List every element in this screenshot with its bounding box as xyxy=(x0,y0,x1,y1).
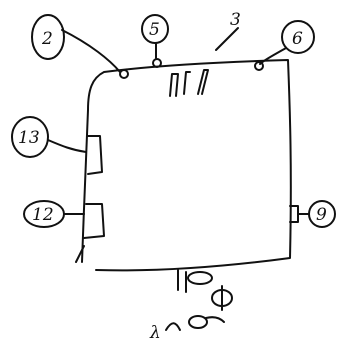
svg-text:5: 5 xyxy=(149,20,160,40)
svg-text:6: 6 xyxy=(292,29,303,49)
left-bracket-13 xyxy=(87,135,103,175)
hole-2 xyxy=(119,69,129,79)
callout-6: 6 xyxy=(259,20,315,65)
left-bracket-12 xyxy=(83,203,105,239)
top-slots xyxy=(169,69,209,97)
callout-3: 3 xyxy=(215,10,241,51)
device-outline xyxy=(81,59,292,272)
bottom-scribbles: λ xyxy=(149,285,233,343)
hole-6 xyxy=(254,61,264,71)
svg-text:12: 12 xyxy=(32,205,54,225)
svg-text:13: 13 xyxy=(18,128,40,148)
callout-13: 13 xyxy=(11,116,87,158)
callout-5: 5 xyxy=(141,14,169,59)
callout-9: 9 xyxy=(297,200,336,228)
svg-text:2: 2 xyxy=(41,29,53,49)
hole-5 xyxy=(152,58,162,68)
svg-text:3: 3 xyxy=(230,10,241,30)
svg-text:9: 9 xyxy=(316,205,327,225)
callout-2: 2 xyxy=(31,14,121,73)
svg-text:λ: λ xyxy=(149,323,161,343)
callout-12: 12 xyxy=(23,200,85,228)
